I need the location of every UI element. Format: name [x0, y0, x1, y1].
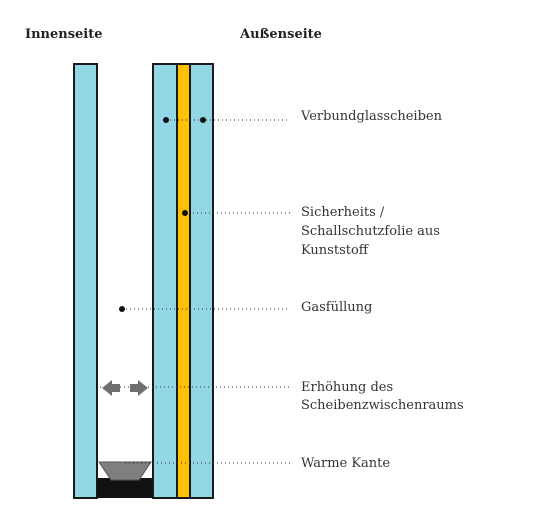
- arrow-right-icon: [130, 380, 148, 396]
- leader-lines: [100, 119, 290, 464]
- heading-inside: Innenseite: [25, 27, 103, 42]
- safety-foil-layer: [176, 63, 191, 499]
- label-gap-increase-line-1: Erhöhung des: [301, 380, 394, 395]
- warm-edge-spacer: [98, 461, 152, 481]
- spacer-base: [97, 478, 153, 498]
- label-safety-foil-line-2: Schallschutzfolie aus: [301, 224, 440, 239]
- arrow-left-icon: [102, 380, 120, 396]
- outer-glass-pane-1: [152, 63, 178, 499]
- marker-dot-pane-2: [200, 117, 206, 123]
- heading-outside: Außenseite: [240, 27, 322, 42]
- label-gas-fill: Gasfüllung: [301, 300, 373, 315]
- label-safety-foil-line-3: Kunststoff: [301, 243, 369, 258]
- label-safety-foil-line-1: Sicherheits /: [301, 205, 385, 220]
- inner-glass-pane: [73, 63, 98, 499]
- label-gap-increase-line-2: Scheibenzwischenraums: [301, 398, 464, 413]
- label-laminated-panes: Verbundglasscheiben: [301, 109, 442, 124]
- marker-dot-gas: [119, 306, 125, 312]
- outer-glass-pane-2: [189, 63, 214, 499]
- marker-dot-pane-1: [163, 117, 169, 123]
- marker-dot-foil: [182, 210, 188, 216]
- label-warm-edge: Warme Kante: [301, 456, 391, 471]
